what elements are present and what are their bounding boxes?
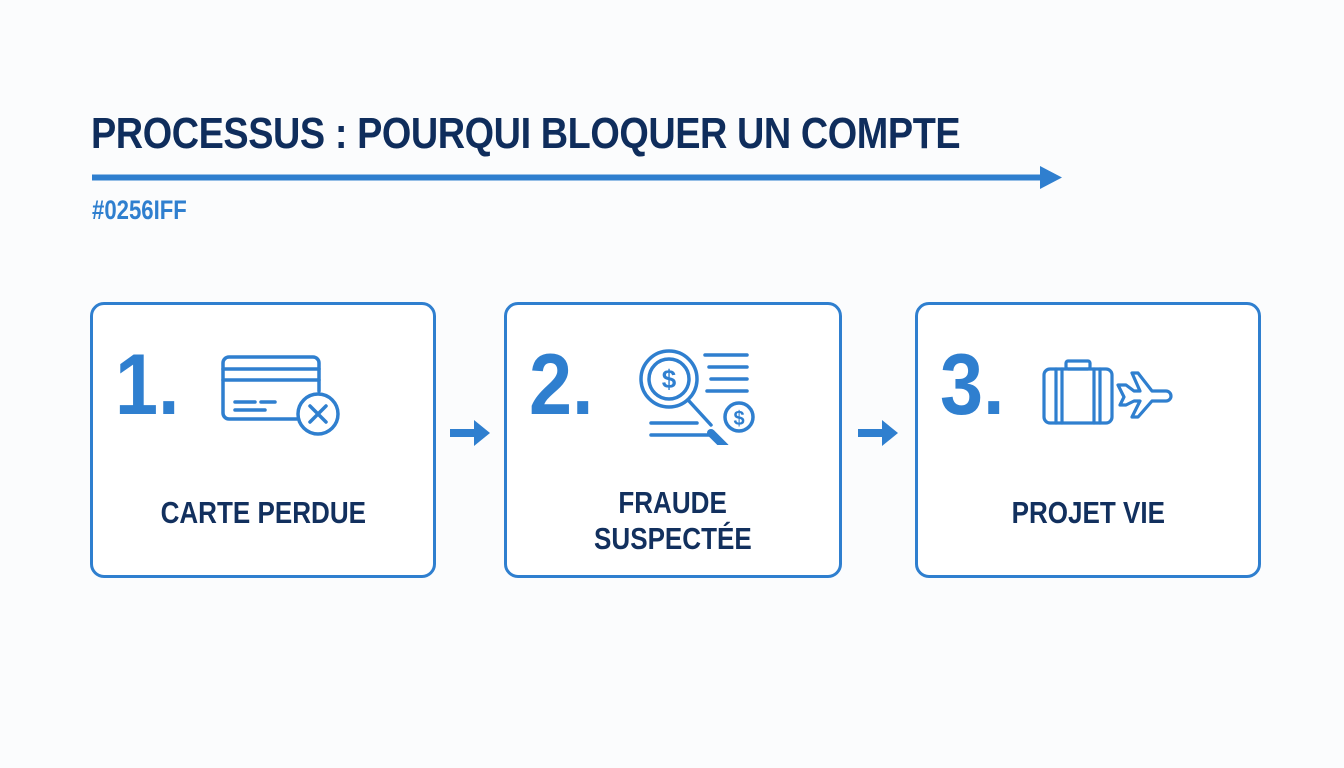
step-number: 3. [940, 337, 1005, 433]
suitcase-plane-icon [1042, 359, 1173, 425]
magnifier-dollar-icon: $ $ [639, 349, 755, 445]
flow-arrow-icon [450, 420, 490, 446]
page-title: PROCESSUS : POURQUI BLOQUER UN COMPTE [91, 109, 961, 158]
flow-arrow-icon [858, 420, 898, 446]
step-number: 2. [529, 337, 594, 433]
step-label: PROJET VIE [1011, 495, 1165, 530]
step-card-2: 2. $ $ FRAUDE SUSPECTÉE [504, 302, 842, 578]
title-underline-arrow-icon [92, 166, 1062, 189]
credit-card-cancel-icon [221, 355, 340, 436]
color-code-label: #0256IFF [92, 195, 187, 225]
step-card-3: 3. PROJET VIE [915, 302, 1261, 578]
step-label: FRAUDE SUSPECTÉE [594, 485, 752, 556]
svg-text:$: $ [662, 364, 677, 394]
step-label: CARTE PERDUE [160, 495, 366, 530]
svg-text:$: $ [733, 408, 744, 430]
step-card-1: 1. CARTE PERDUE [90, 302, 436, 578]
step-number: 1. [115, 337, 180, 433]
